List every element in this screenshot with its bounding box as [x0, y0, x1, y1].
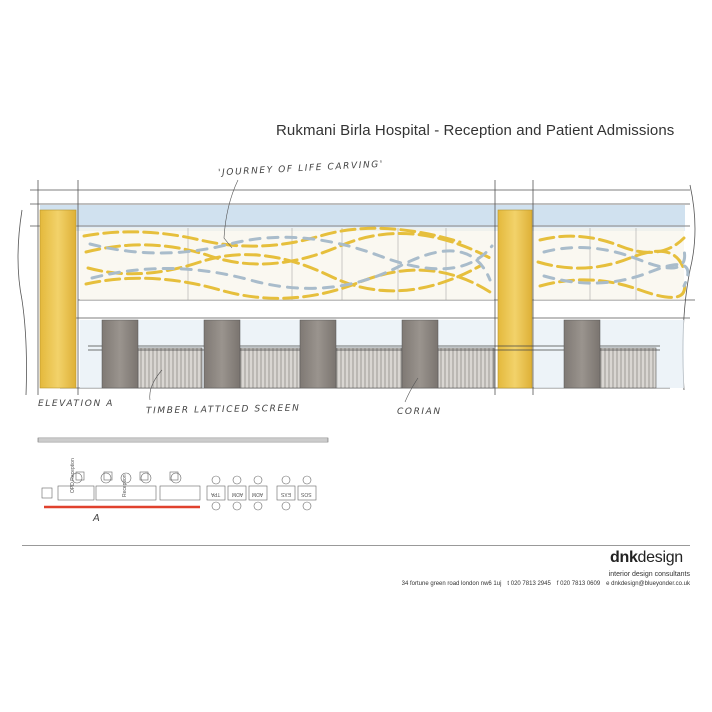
corian-panel-4	[401, 319, 439, 389]
desk-label: EXS	[281, 491, 292, 497]
contact-tel: t 020 7813 2945	[507, 581, 551, 587]
desk-label: TPA	[211, 491, 221, 497]
elevation-label: Elevation A	[38, 399, 115, 409]
lattice-screen-3	[335, 347, 403, 389]
contact-address: 34 fortune green road london nw6 1uj	[401, 581, 502, 587]
carving-strokes-gold	[82, 226, 687, 300]
lattice-screen-4	[437, 347, 495, 389]
corian-panel-3	[299, 319, 337, 389]
contact-email[interactable]: e dnkdesign@blueyonder.co.uk	[606, 581, 690, 587]
corian-annotation: Corian	[397, 407, 442, 417]
gold-pilaster-right	[497, 209, 533, 389]
desk-label: ADM	[252, 491, 264, 497]
brand-light: design	[637, 549, 684, 566]
ceiling-band	[40, 205, 685, 225]
contact-line: 34 fortune green road london nw6 1uj t 0…	[402, 581, 690, 587]
lattice-screen-1	[137, 347, 203, 389]
lattice-screen-5	[599, 347, 657, 389]
plan-view	[37, 437, 329, 511]
drawing-title: Rukmani Birla Hospital - Reception and P…	[276, 122, 675, 139]
corian-panel-1	[101, 319, 139, 389]
gold-pilaster-left	[39, 209, 77, 389]
brand-tagline: interior design consultants	[608, 571, 690, 578]
brand-bold: dnk	[610, 549, 638, 566]
contact-fax: f 020 7813 0609	[556, 581, 601, 587]
section-marker: A	[93, 513, 102, 524]
carving-strokes-grey	[88, 235, 690, 290]
footer-divider	[22, 545, 690, 546]
brand-logo: dnkdesign	[610, 549, 683, 567]
lattice-screen-2	[239, 347, 301, 389]
plan-label-reception: Reception	[122, 474, 128, 497]
corian-panel-5	[563, 319, 601, 389]
leader-lines	[149, 179, 419, 403]
carving-panel	[80, 228, 494, 300]
corian-panel-2	[203, 319, 241, 389]
desk-label: SOS	[301, 491, 312, 497]
plan-label-opd: OPD Reception	[70, 458, 76, 493]
desk-label: ADM	[232, 491, 244, 497]
